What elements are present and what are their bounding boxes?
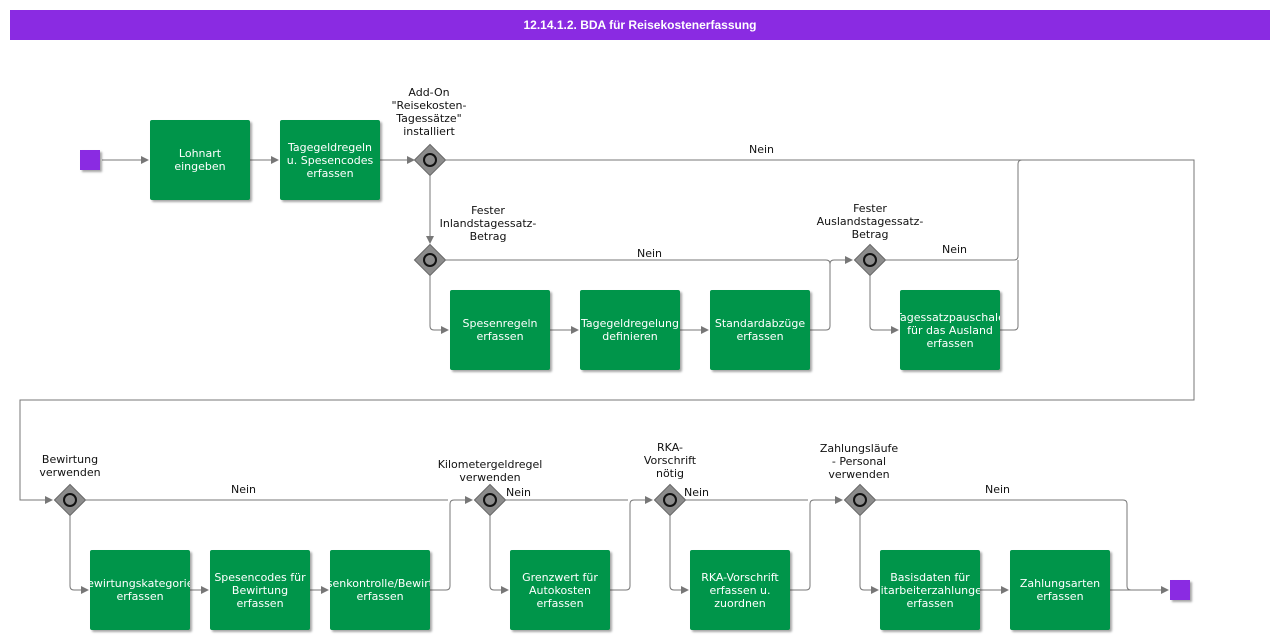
edge-label-no: Nein [637,247,663,260]
edge-label-no: Nein [749,143,775,156]
edge-label-no: Nein [506,486,532,499]
gateway-ausland-label: Fester Auslandstagessatz- Betrag [816,202,924,241]
edge-gw2-yes [429,276,449,334]
edge-gw5-yes [489,516,509,594]
end-event [1170,580,1190,600]
task-standardabzuege[interactable]: Standardabzüge erfassen [710,290,810,370]
gateway-rka [653,483,687,517]
gateway-zahlung [843,483,877,517]
gateway-inland-label: Fester Inlandstagessatz- Betrag [439,204,537,243]
edge-gw6-yes [669,516,689,594]
task-tagegeldregelung[interactable]: Tagegeldregelung definieren [580,290,680,370]
task-bewirtungskategorien[interactable]: Bewirtungskategorien erfassen [90,550,190,630]
task-rka-vorschrift[interactable]: RKA-Vorschrift erfassen u. zuordnen [690,550,790,630]
edge-label-no: Nein [985,483,1011,496]
gateway-addon [413,143,447,177]
edge-label-no: Nein [684,486,710,499]
diagram-title: 12.14.1.2. BDA für Reisekostenerfassung [10,10,1270,40]
edge-standard-merge [810,256,853,331]
edge-label-no: Nein [231,483,257,496]
task-lohnart[interactable]: Lohnart eingeben [150,120,250,200]
gateway-addon-label: Add-On "Reisekosten- Tagessätze" install… [391,86,467,138]
edge-gw4-yes [69,516,89,594]
edge-pauschale-merge [1000,260,1019,331]
edge-gw7-yes [859,516,879,594]
gateway-ausland [853,243,887,277]
gateway-kilometer [473,483,507,517]
task-spesencodes-bewirtung[interactable]: Spesencodes für Bewirtung erfassen [210,550,310,630]
edge-gw3-yes [869,276,899,334]
edge-gw3-no [886,159,1023,261]
gateway-rka-label: RKA- Vorschrift nötig [643,441,697,480]
gateway-zahlung-label: Zahlungsläufe - Personal verwenden [819,442,899,481]
task-zahlungsarten[interactable]: Zahlungsarten erfassen [1010,550,1110,630]
gateway-kilometer-label: Kilometergeldregel verwenden [437,458,543,484]
edge-grenzwert-merge [610,496,653,591]
gateway-bewirtung-label: Bewirtung verwenden [39,453,101,479]
task-basisdaten[interactable]: Basisdaten für Mitarbeiterzahlungen erfa… [880,550,980,630]
task-tagegeld-spesen[interactable]: Tagegeldregeln u. Spesencodes erfassen [280,120,380,200]
edge-label-no: Nein [942,243,968,256]
edge-gw1-no [19,159,1195,504]
task-grenzwert[interactable]: Grenzwert für Autokosten erfassen [510,550,610,630]
edge-bew3-merge [430,496,473,591]
gateway-bewirtung [53,483,87,517]
start-event [80,150,100,170]
task-spesenregeln[interactable]: Spesenregeln erfassen [450,290,550,370]
gateway-inland [413,243,447,277]
edge-rka-merge [790,496,843,591]
task-spesenkontrolle[interactable]: Spesenkontrolle/Bewirtung erfassen [330,550,430,630]
edge-gw2-no [446,259,831,265]
task-pauschale-ausland[interactable]: Tagessatzpauschale für das Ausland erfas… [900,290,1000,370]
